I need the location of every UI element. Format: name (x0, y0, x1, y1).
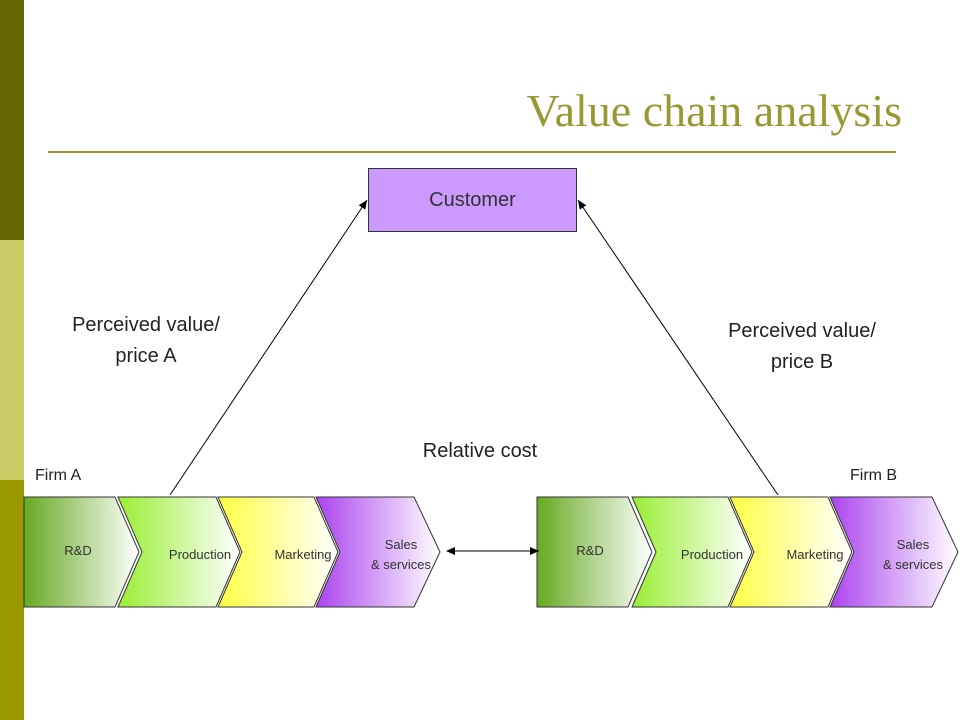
perceived-value-a-line2: price A (115, 345, 177, 367)
sidebar-band-dark (0, 0, 24, 240)
sidebar-band-olive (0, 480, 24, 720)
chain-b-marketing-segment (729, 496, 853, 608)
arrow-firm-a-to-customer (169, 199, 368, 496)
chain-b-rd-segment (536, 496, 653, 608)
perceived-value-b-label: Perceived value/ price B (712, 316, 892, 378)
slide-sidebar (0, 0, 24, 720)
perceived-value-a-label: Perceived value/ price A (56, 310, 236, 372)
relative-cost-label: Relative cost (422, 440, 538, 462)
value-chain-firm-b (536, 496, 959, 608)
chain-b-sales-text-line2: & services (883, 557, 943, 572)
chain-b-production-label: Production (681, 545, 743, 565)
perceived-value-b-line1: Perceived value/ (728, 320, 876, 342)
chain-a-rd-segment (23, 496, 140, 608)
chain-a-marketing-label: Marketing (274, 545, 331, 565)
chain-b-rd-text: R&D (576, 543, 604, 558)
chain-b-sales-label: Sales & services (883, 535, 943, 575)
firm-b-label: Firm B (850, 467, 898, 484)
perceived-value-b-line2: price B (770, 351, 834, 373)
perceived-value-a-line1: Perceived value/ (72, 314, 220, 336)
customer-box: Customer (368, 168, 577, 232)
chain-a-sales-label: Sales & services (371, 535, 431, 575)
firm-a-label: Firm A (35, 467, 82, 484)
chain-a-rd-text: R&D (64, 543, 92, 558)
chain-b-marketing-text: Marketing (786, 547, 844, 562)
chain-a-marketing-text: Marketing (274, 547, 332, 562)
chain-b-sales-text-line1: Sales (896, 537, 930, 552)
slide-title: Value chain analysis (526, 85, 902, 136)
title-underline (48, 151, 896, 153)
chain-a-production-text: Production (168, 547, 232, 562)
chain-a-marketing-segment (217, 496, 339, 608)
value-chain-firm-a (23, 496, 441, 608)
chain-a-sales-segment (315, 496, 441, 608)
chain-a-sales-text-line2: & services (371, 557, 431, 572)
chain-b-production-text: Production (680, 547, 744, 562)
arrow-firm-b-to-customer (577, 199, 779, 496)
sidebar-band-light (0, 240, 24, 480)
chain-b-production-segment (631, 496, 753, 608)
chain-b-rd-label: R&D (576, 541, 603, 561)
chain-a-rd-label: R&D (64, 541, 91, 561)
chain-b-sales-segment (829, 496, 959, 608)
chain-a-production-segment (117, 496, 241, 608)
chain-a-sales-text-line1: Sales (384, 537, 418, 552)
chain-b-marketing-label: Marketing (786, 545, 843, 565)
chain-a-production-label: Production (169, 545, 231, 565)
